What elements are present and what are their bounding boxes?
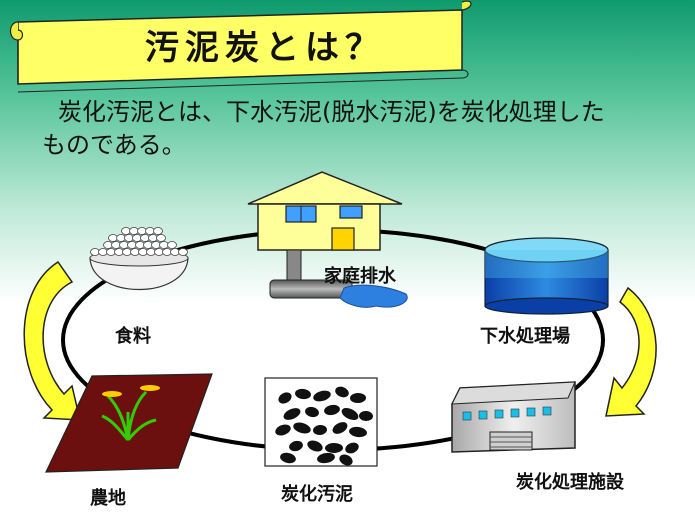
label-sewage-treatment-plant: 下水処理場 [480, 326, 570, 347]
intro-text: 炭化汚泥とは、下水汚泥(脱水汚泥)を炭化処理した ものである。 [42, 96, 672, 162]
right-cycle-arrow [605, 286, 657, 417]
page-title: 汚泥炭とは？ [145, 28, 385, 68]
factory-building-icon [451, 381, 576, 453]
label-sludge-charcoal: 炭化汚泥 [281, 484, 353, 505]
label-carbonization-facility: 炭化処理施設 [516, 472, 624, 493]
label-food: 食料 [115, 326, 151, 347]
charcoal-pellet [293, 422, 311, 434]
charcoal-pellet [278, 392, 292, 404]
charcoal-pellet [349, 426, 367, 438]
rice-grain [167, 241, 177, 249]
intro-line-2: ものである。 [42, 131, 186, 159]
charcoal-pellet [307, 440, 323, 452]
charcoal-pellet [324, 404, 340, 416]
charcoal-pellet [325, 442, 343, 454]
rice-bowl-icon [89, 227, 189, 291]
label-farmland: 農地 [90, 488, 126, 509]
charcoal-pellet [317, 452, 335, 464]
title-banner [9, 0, 472, 93]
sludge-charcoal-icon [264, 377, 378, 467]
charcoal-pellet [339, 454, 353, 466]
charcoal-pellet [280, 452, 296, 464]
rice-plant-icon [101, 385, 160, 441]
charcoal-pellet [305, 406, 319, 418]
label-household-wastewater: 家庭排水 [324, 266, 396, 287]
charcoal-pellet [283, 408, 301, 420]
rice-grain [178, 248, 188, 256]
charcoal-pellet [275, 424, 291, 436]
charcoal-pellet [335, 386, 349, 398]
charcoal-pellet [341, 408, 359, 420]
left-cycle-arrow [23, 260, 81, 421]
charcoal-pellet [313, 390, 331, 402]
charcoal-pellet [332, 422, 348, 434]
house-icon [247, 171, 403, 251]
rice-grain [153, 227, 163, 235]
charcoal-pellet [359, 410, 373, 422]
drain-pipe-icon [269, 249, 353, 299]
water-tank-icon [484, 237, 609, 315]
charcoal-pellet [350, 392, 366, 404]
charcoal-pellet [313, 424, 327, 436]
intro-line-1: 炭化汚泥とは、下水汚泥(脱水汚泥)を炭化処理した [58, 98, 605, 126]
charcoal-pellet [295, 388, 311, 400]
charcoal-pellet [289, 440, 303, 452]
wastewater-puddle-icon [339, 284, 408, 308]
charcoal-pellet [345, 442, 359, 454]
rice-grain [156, 234, 166, 242]
